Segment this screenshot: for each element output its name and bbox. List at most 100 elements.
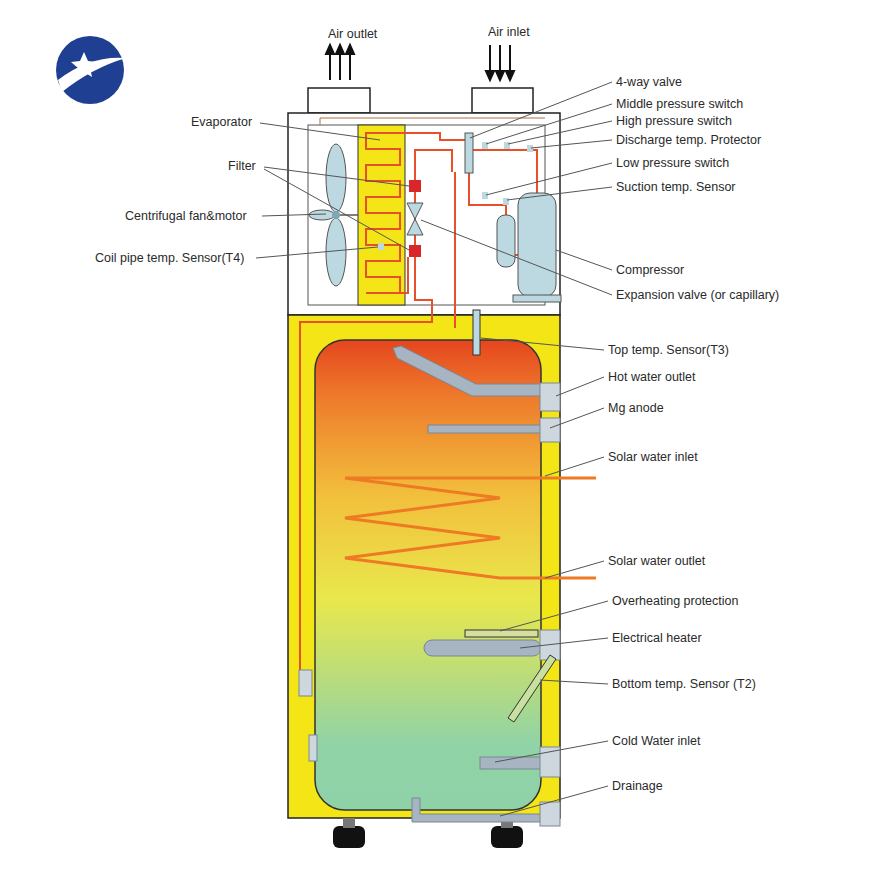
arrow-head	[346, 45, 354, 54]
part-label: Hot water outlet	[608, 370, 696, 384]
part-label: Bottom temp. Sensor (T2)	[612, 677, 756, 691]
leader-line	[256, 247, 378, 258]
arrow-head	[336, 45, 344, 54]
coil-sensor	[378, 243, 384, 250]
arrow-head	[486, 71, 494, 80]
tank-casing	[288, 315, 560, 818]
air-arrow	[489, 45, 491, 73]
pipe	[400, 257, 408, 293]
evaporator	[358, 125, 405, 305]
mg-anode	[428, 425, 541, 433]
arrow-head	[506, 71, 514, 80]
leader-line	[486, 163, 612, 195]
pipe-fitting	[540, 418, 560, 442]
part-label: Suction temp. Sensor	[616, 180, 736, 194]
side-sensor	[309, 735, 317, 761]
leader-line	[500, 601, 608, 631]
part-label: Discharge temp. Protector	[616, 133, 761, 147]
air-arrow	[509, 45, 511, 73]
fan-blade	[326, 144, 346, 212]
centrifugal-fan	[309, 144, 358, 286]
pipe-fitting	[540, 383, 560, 411]
part-label: Mg anode	[608, 401, 664, 415]
leader-lines	[256, 82, 612, 816]
logo-star	[71, 52, 97, 77]
part-label: Drainage	[612, 779, 663, 793]
arrow-head	[326, 45, 334, 54]
air-arrow	[329, 52, 331, 80]
fan-blade	[309, 210, 335, 220]
refrigerant-pipes	[300, 133, 537, 685]
air-arrow	[339, 52, 341, 80]
inner-frame	[308, 125, 545, 305]
part-label: Middle pressure switch	[616, 97, 743, 111]
leader-line	[264, 169, 409, 250]
logo-mark	[56, 36, 126, 104]
compressor-base	[513, 295, 561, 302]
leader-line	[500, 786, 608, 816]
compressor	[518, 193, 556, 297]
leader-line	[508, 121, 612, 144]
part-label: Centrifugal fan&motor	[125, 209, 247, 223]
fan-hub	[332, 211, 340, 219]
heat-pump-housing	[288, 113, 560, 315]
part-label: Air outlet	[328, 27, 377, 41]
side-sensor	[299, 670, 312, 696]
tank-foot	[333, 826, 365, 848]
leader-line	[486, 104, 612, 144]
arrow-head	[496, 71, 504, 80]
part-label: Evaporator	[191, 115, 252, 129]
part-label: Coil pipe temp. Sensor(T4)	[95, 251, 244, 265]
hot-water-pipe	[393, 346, 542, 396]
part-label: Low pressure switch	[616, 156, 729, 170]
air-inlet-duct	[472, 88, 533, 113]
part-label: Electrical heater	[612, 631, 702, 645]
foot-stem	[343, 818, 355, 828]
pressure-switch	[482, 192, 488, 199]
leader-line	[545, 561, 604, 578]
leader-line	[262, 214, 326, 216]
leader-line	[545, 457, 604, 476]
bottom-sensor	[508, 655, 556, 722]
pipe	[469, 172, 506, 215]
water-tank	[315, 340, 541, 810]
leader-line	[507, 187, 612, 200]
filter	[409, 180, 421, 192]
logo-circle	[56, 36, 124, 104]
temp-protector	[527, 145, 533, 152]
four-way-valve	[465, 133, 473, 173]
pipe	[454, 172, 456, 328]
temp-sensor	[503, 198, 509, 205]
pipe	[300, 257, 432, 685]
leader-line	[495, 741, 608, 762]
pressure-switch	[504, 142, 510, 149]
leader-line	[540, 680, 608, 684]
evaporator-coil	[366, 133, 400, 293]
part-label: 4-way valve	[616, 75, 682, 89]
pipe	[473, 150, 537, 193]
part-label: Top temp. Sensor(T3)	[608, 343, 729, 357]
fan-blade	[326, 218, 346, 286]
leader-line	[481, 338, 604, 350]
leader-line	[260, 123, 380, 140]
pipe	[400, 133, 465, 140]
accumulator	[497, 215, 515, 267]
leader-line	[556, 250, 612, 270]
solar-coil	[345, 478, 596, 578]
air-arrow	[499, 45, 501, 73]
pressure-switch	[482, 142, 488, 149]
part-label: Filter	[228, 159, 256, 173]
air-arrows	[326, 45, 514, 80]
part-label: Expansion valve (or capillary)	[616, 288, 779, 302]
air-arrow	[349, 52, 351, 80]
air-outlet-duct	[308, 88, 370, 113]
part-label: Air inlet	[488, 25, 530, 39]
leader-line	[421, 220, 612, 295]
leader-line	[531, 140, 612, 148]
pipe-fitting	[540, 802, 560, 826]
expansion-valve	[407, 203, 423, 235]
leader-line	[264, 167, 409, 186]
leader-line	[556, 377, 604, 396]
